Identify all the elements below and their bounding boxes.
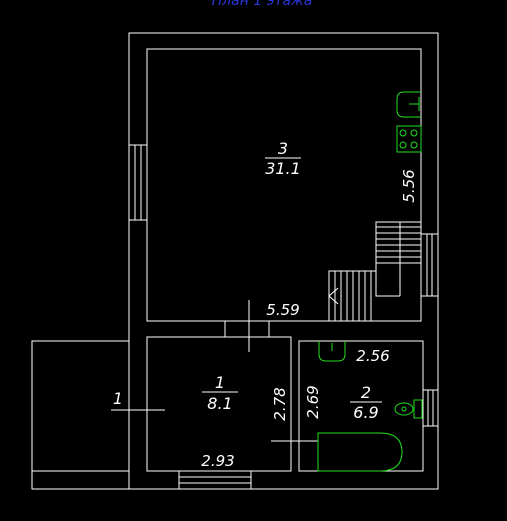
room-1-label: 1 8.1 [202,373,238,413]
svg-text:2: 2 [361,383,371,402]
plan-title: План 1 этажа [212,0,313,9]
svg-text:3: 3 [278,139,288,158]
dim-room1-width: 2.93 [201,452,234,470]
entrance-door [178,470,252,490]
svg-text:6.9: 6.9 [353,403,378,422]
dim-room3-width: 5.59 [266,301,299,319]
window-right [420,233,439,297]
dim-room2-width: 2.56 [356,347,389,365]
dim-room1-height: 2.78 [271,387,289,420]
kitchen-sink-icon [396,91,421,118]
window-bathroom [422,389,439,427]
bathtub-icon [317,432,403,472]
porch-door-mark [111,380,165,450]
svg-text:1: 1 [215,373,225,392]
exterior-label: 1 [113,389,123,408]
room-3-label: 3 31.1 [265,139,301,178]
svg-text:8.1: 8.1 [207,394,232,413]
dim-room2-height: 2.69 [304,385,322,418]
staircase [328,221,421,321]
stove-icon [396,125,422,153]
window-left [128,144,148,221]
toilet-icon [394,399,423,419]
porch-outline [31,340,129,490]
washbasin-icon [318,341,346,362]
room-2-label: 2 6.9 [350,383,382,422]
svg-text:31.1: 31.1 [265,159,301,178]
dim-room3-height: 5.56 [400,169,418,202]
doorway-room3-room1 [224,300,270,352]
